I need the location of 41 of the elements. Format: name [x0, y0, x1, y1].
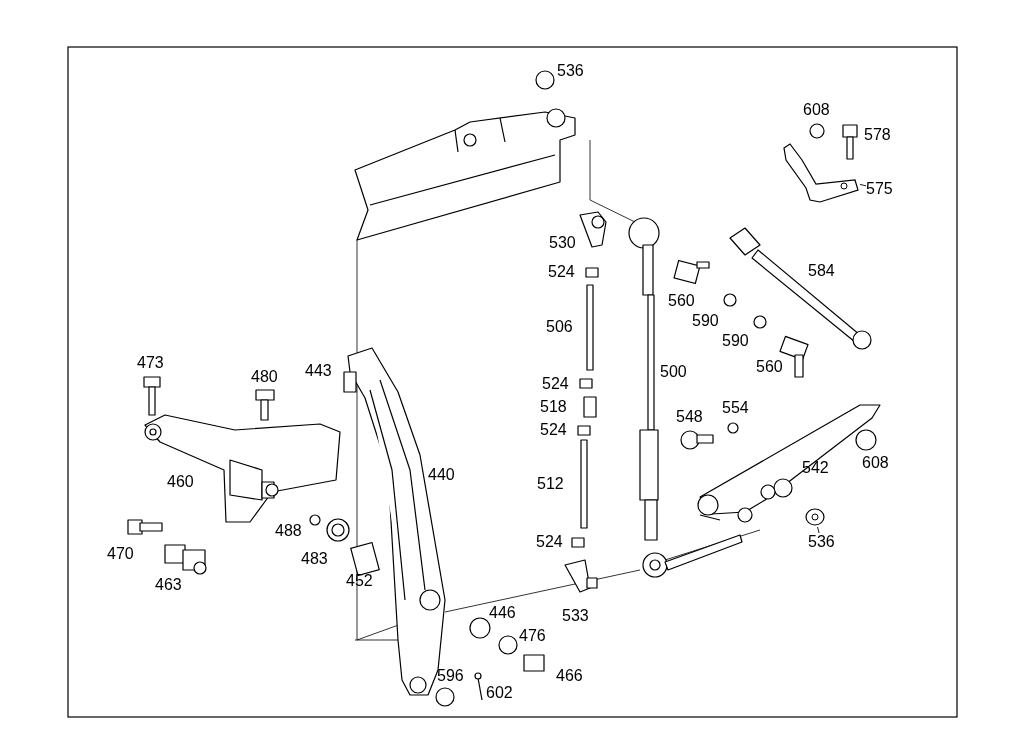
callout-number: 530 — [549, 234, 576, 252]
callout-number: 512 — [537, 475, 564, 493]
callout-number: 524 — [542, 375, 569, 393]
callout-number: 473 — [137, 354, 164, 372]
callout-number: 460 — [167, 473, 194, 491]
leader-line — [817, 526, 820, 534]
callout-number: 602 — [486, 684, 513, 702]
callout-number: 596 — [437, 667, 464, 685]
callout-number: 488 — [275, 522, 302, 540]
callout-number: 608 — [803, 101, 830, 119]
callout-number: 533 — [562, 607, 589, 625]
callout-number: 608 — [862, 454, 889, 472]
callout-number: 518 — [540, 398, 567, 416]
callout-number: 483 — [301, 550, 328, 568]
callout-number: 560 — [756, 358, 783, 376]
callout-number: 536 — [808, 533, 835, 551]
callout-number: 466 — [556, 667, 583, 685]
callout-number: 548 — [676, 408, 703, 426]
callout-number: 584 — [808, 262, 835, 280]
callout-number: 443 — [305, 362, 332, 380]
callout-number: 476 — [519, 627, 546, 645]
callout-number: 506 — [546, 318, 573, 336]
callout-number: 470 — [107, 545, 134, 563]
callout-number: 500 — [660, 363, 687, 381]
callout-number: 542 — [802, 459, 829, 477]
callout-number: 536 — [557, 62, 584, 80]
callout-number: 578 — [864, 126, 891, 144]
callout-number: 575 — [866, 180, 893, 198]
callout-number: 590 — [722, 332, 749, 350]
callout-number: 560 — [668, 292, 695, 310]
callout-number: 554 — [722, 399, 749, 417]
callout-number: 452 — [346, 572, 373, 590]
callout-number: 524 — [536, 533, 563, 551]
callout-number: 440 — [428, 466, 455, 484]
callout-number: 463 — [155, 576, 182, 594]
callout-number: 524 — [548, 263, 575, 281]
callout-number: 480 — [251, 368, 278, 386]
leader-line — [859, 184, 867, 187]
callout-number: 590 — [692, 312, 719, 330]
callout-number: 524 — [540, 421, 567, 439]
callout-number: 446 — [489, 604, 516, 622]
